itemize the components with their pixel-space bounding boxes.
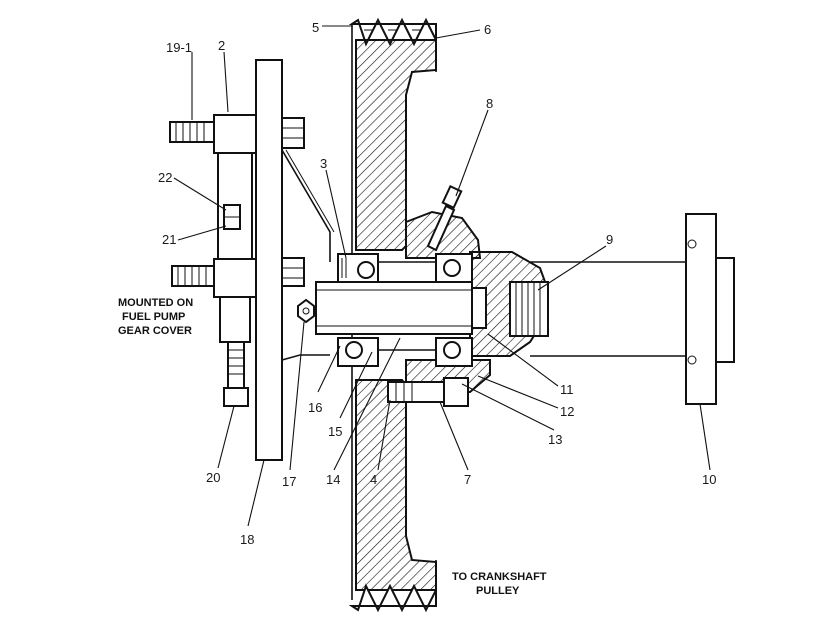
- adjusting-bracket: [169, 114, 257, 407]
- label-9: 9: [606, 232, 613, 247]
- label-20: 20: [206, 470, 220, 485]
- label-11: 11: [560, 382, 574, 397]
- note-crankshaft-line2: PULLEY: [476, 585, 520, 597]
- bearings: [337, 253, 473, 367]
- part-labels: 19-1 2 5 6 3 8 22 21 9 16 15 14 4 7 11 1…: [158, 20, 716, 547]
- label-10: 10: [702, 472, 716, 487]
- label-4: 4: [370, 472, 377, 487]
- note-mounted-line1: MOUNTED ON: [118, 297, 193, 309]
- leader-lines: [173, 25, 711, 527]
- label-19-1: 19-1: [166, 40, 192, 55]
- label-17: 17: [282, 474, 296, 489]
- pulley: [348, 17, 437, 613]
- label-18: 18: [240, 532, 254, 547]
- notes: MOUNTED ON FUEL PUMP GEAR COVER TO CRANK…: [118, 297, 547, 597]
- drive-shaft: [509, 213, 735, 405]
- note-crankshaft-line1: TO CRANKSHAFT: [452, 571, 547, 583]
- label-2: 2: [218, 38, 225, 53]
- label-14: 14: [326, 472, 340, 487]
- note-mounted-line3: GEAR COVER: [118, 325, 192, 337]
- note-mounted-line2: FUEL PUMP: [122, 311, 185, 323]
- label-12: 12: [560, 404, 574, 419]
- label-7: 7: [464, 472, 471, 487]
- label-22: 22: [158, 170, 172, 185]
- label-8: 8: [486, 96, 493, 111]
- bracket-nuts: [281, 117, 315, 324]
- label-15: 15: [328, 424, 342, 439]
- label-6: 6: [484, 22, 491, 37]
- pulley-bolt: [387, 377, 469, 407]
- label-3: 3: [320, 156, 327, 171]
- label-16: 16: [308, 400, 322, 415]
- shaft: [315, 281, 487, 335]
- label-5: 5: [312, 20, 319, 35]
- label-21: 21: [162, 232, 176, 247]
- label-13: 13: [548, 432, 562, 447]
- grease-fitting: [426, 184, 463, 252]
